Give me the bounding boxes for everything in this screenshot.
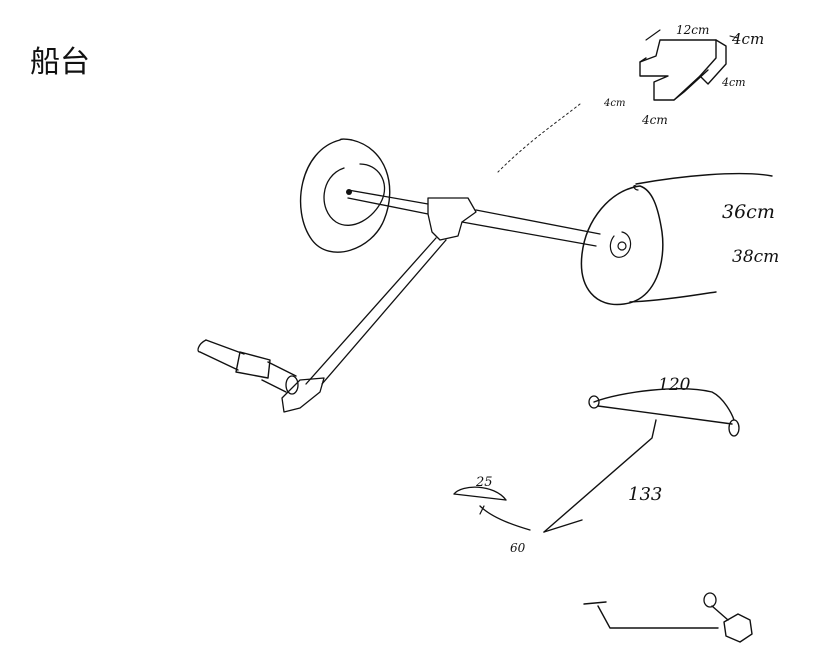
bottom-side-sketch <box>583 592 753 643</box>
long-side-label: 133 <box>628 484 662 505</box>
axle-frame <box>281 189 601 413</box>
small-wheel-icon <box>703 592 717 608</box>
handle <box>197 339 299 395</box>
handle-end-icon <box>285 375 299 395</box>
large-wheel-icon <box>723 613 753 643</box>
beam-cross-section-detail: 12cm 4cm 4cm 4cm 4cm <box>603 23 764 127</box>
leader-line <box>497 103 581 173</box>
wheel-b-label: 38cm <box>732 247 779 267</box>
small-span-label: 25 <box>475 475 493 490</box>
right-hub-icon <box>617 241 627 251</box>
right-cylinder-wheel: 36cm 38cm <box>580 172 779 306</box>
beam-left-label: 4cm <box>603 98 625 109</box>
beam-width-label: 12cm <box>676 23 709 37</box>
bottom-angle-label: 60 <box>510 541 526 555</box>
point-b-icon <box>728 419 740 437</box>
beam-height-label: 4cm <box>731 30 764 48</box>
beam-bottom-label: 4cm <box>641 113 668 127</box>
angle-diagram: 120 133 25 60 <box>453 375 740 555</box>
left-wheel <box>299 138 391 253</box>
point-a-icon <box>588 395 600 409</box>
top-span-label: 120 <box>658 375 691 395</box>
beam-depth-label: 4cm <box>721 76 746 89</box>
wheel-a-label: 36cm <box>722 201 775 223</box>
page-title: 船台 <box>30 45 90 80</box>
